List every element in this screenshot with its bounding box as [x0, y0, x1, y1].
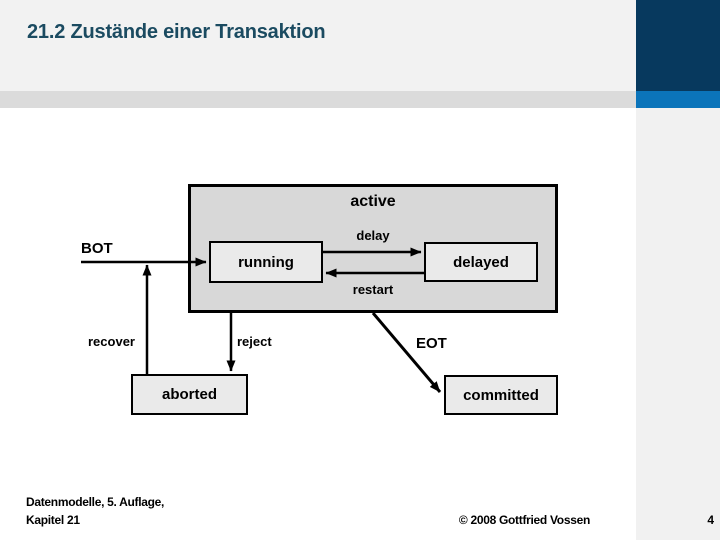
state-committed-box: committed [444, 375, 558, 415]
header-band [0, 0, 636, 91]
footer-copyright: © 2008 Gottfried Vossen [458, 513, 590, 527]
footer-source-line1: Datenmodelle, 5. Auflage, [26, 495, 165, 509]
header-accent-block [636, 0, 720, 91]
transition-recover-label: recover [88, 334, 135, 349]
transition-bot-label: BOT [81, 240, 113, 257]
state-running-box: running [209, 241, 323, 283]
state-running-label: running [238, 253, 294, 271]
state-aborted-label: aborted [161, 386, 217, 403]
eot-arrow [371, 312, 442, 393]
state-delayed-box: delayed [424, 242, 538, 282]
footer-source: Datenmodelle, 5. Auflage, Kapitel 21 [26, 493, 164, 529]
transition-eot-label: EOT [416, 335, 447, 352]
divider-accent-block [636, 91, 720, 108]
divider-strip [0, 91, 636, 108]
state-delayed-label: delayed [453, 253, 509, 271]
footer-source-line2: Kapitel 21 [26, 513, 80, 527]
transition-restart-label: restart [352, 282, 394, 297]
side-column [636, 108, 720, 540]
state-active-label: active [350, 193, 396, 210]
transition-reject-label: reject [237, 334, 272, 349]
slide-title: 21.2 Zustände einer Transaktion [27, 21, 326, 43]
page-number: 4 [707, 513, 714, 527]
transition-delay-label: delay [356, 228, 390, 243]
state-aborted-box: aborted [131, 374, 248, 415]
state-committed-label: committed [463, 386, 539, 404]
